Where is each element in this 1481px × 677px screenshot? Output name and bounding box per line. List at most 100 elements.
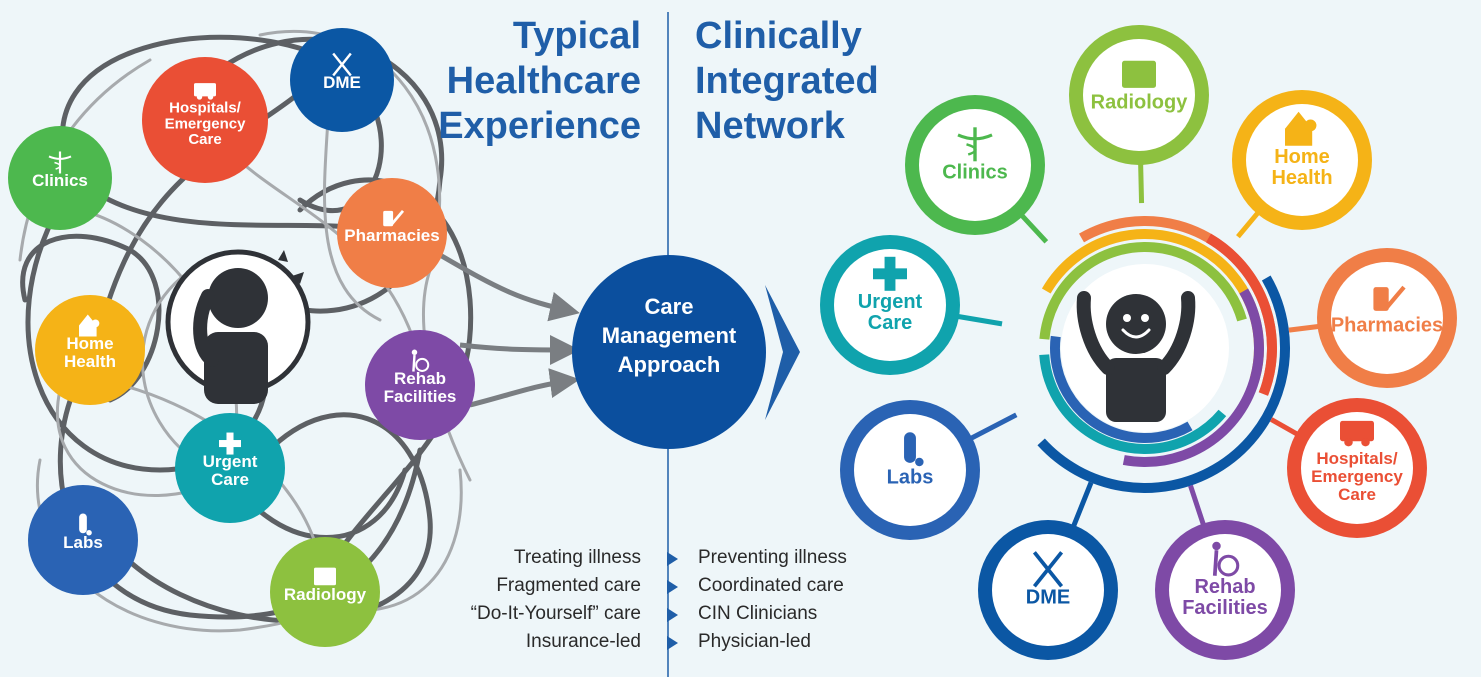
ambulance-icon [194,83,216,100]
title-line: Integrated [695,60,879,102]
chevron-right-icon [765,285,800,420]
title-line: Experience [438,105,641,147]
medical-cross-icon [219,432,241,455]
node-label: DME [323,73,361,92]
test-tube-icon [904,432,924,467]
node-label: Care [1338,485,1376,504]
home-nurse-icon [79,314,100,337]
crutches-icon [1032,551,1064,588]
node-label: Care [188,131,221,148]
node-label: Health [1271,167,1332,189]
node-dme: DME [978,520,1118,660]
node-label: Health [64,352,116,371]
medical-cross-icon [873,256,907,291]
node-clinics: Clinics [905,95,1045,235]
comparison-text: CIN Clinicians [698,603,818,624]
ambulance-icon [1340,420,1374,447]
arrow-right-icon [667,552,678,566]
node-label: Home [1274,146,1330,168]
node-label: Home [66,334,113,353]
integrated-network-title: Clinically Integrated Network [695,14,879,149]
comparison-item: Fragmented care [496,575,641,596]
center-label-line: Approach [617,352,721,377]
xray-knee-icon [1122,60,1156,88]
node-label: Urgent [858,291,923,313]
title-line: Typical [512,15,641,57]
node-label: Facilities [1182,597,1268,619]
flow-arrows [438,252,580,408]
node-pharmacies: Pharmacies [337,178,447,288]
node-label: Clinics [32,171,88,190]
node-label: Radiology [284,585,367,604]
comparison-item: CIN Clinicians [667,600,847,628]
node-label: Hospitals/ [1316,449,1398,468]
node-label: DME [1026,587,1070,609]
integrated-comparison-list: Preventing illness Coordinated care CIN … [667,544,847,656]
title-line: Healthcare [446,60,641,102]
node-label: Pharmacies [1331,315,1443,337]
care-management-label: Care Management Approach [573,292,765,379]
typical-healthcare-title: Typical Healthcare Experience [438,14,641,149]
node-labs: Labs [840,400,980,540]
home-nurse-icon [1285,111,1317,146]
wheelchair-icon [1212,541,1240,577]
node-label: Urgent [203,452,258,471]
comparison-item: Preventing illness [667,544,847,572]
node-label: Labs [887,467,934,489]
comparison-text: Physician-led [698,631,811,652]
arrow-right-icon [667,608,678,622]
node-pharmacies: Pharmacies [1317,248,1457,388]
node-label: Hospitals/ [169,100,242,117]
node-label: Labs [63,533,103,552]
node-label: Emergency [165,115,247,132]
comparison-item: “Do-It-Yourself” care [470,603,641,624]
node-label: Rehab [1194,576,1255,598]
node-label: Care [211,470,249,489]
comparison-text: Coordinated care [698,575,844,596]
title-line: Clinically [695,15,862,57]
comparison-item: Coordinated care [667,572,847,600]
node-radiology: Radiology [270,537,380,647]
node-dme: DME [290,28,394,132]
comparison-item: Physician-led [667,628,847,656]
node-label: Radiology [1091,92,1189,114]
test-tube-icon [79,513,92,536]
left-node-group: DMEHospitals/EmergencyCareClinicsPharmac… [8,28,475,647]
node-label: Rehab [394,369,446,388]
comparison-item: Insurance-led [525,631,641,652]
happy-person-icon [1076,291,1196,422]
title-line: Network [695,105,845,147]
happy-person-figure [1076,291,1196,422]
node-label: Pharmacies [344,226,439,245]
pill-bottle-syringe-icon [1373,285,1406,311]
typical-comparison-list: Treating illness Fragmented care “Do-It-… [471,544,641,656]
center-label-line: Management [601,323,737,348]
wheelchair-icon [411,349,430,372]
center-label-line: Care [644,294,694,319]
crutches-icon [332,52,352,77]
node-label: Facilities [384,387,457,406]
node-radiology: Radiology [1069,25,1209,165]
caduceus-icon [48,151,72,174]
care-management-circle [572,255,766,449]
comparison-text: Preventing illness [698,547,847,568]
stressed-person-figure [165,249,311,404]
node-label: Clinics [942,162,1008,184]
xray-knee-icon [314,567,336,586]
node-label: Emergency [1311,467,1403,486]
node-label: Care [868,312,912,334]
node-clinics: Clinics [8,126,112,230]
arrow-right-icon [667,636,678,650]
caduceus-icon [957,127,993,162]
pill-bottle-syringe-icon [383,209,405,227]
